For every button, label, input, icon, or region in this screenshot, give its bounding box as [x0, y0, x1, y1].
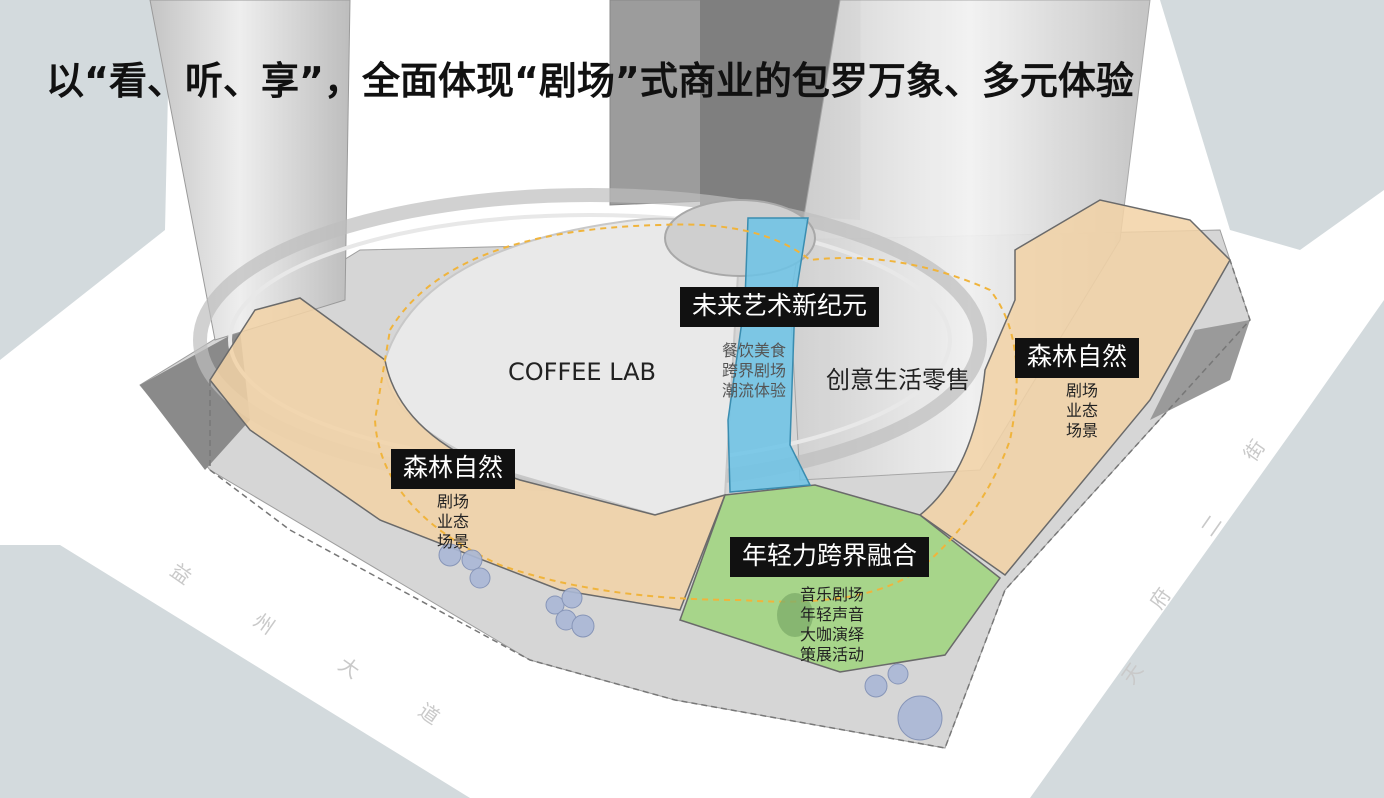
- forest-zone-right: [918, 199, 1231, 577]
- forest-right-item: 场景: [1066, 421, 1099, 440]
- youth-tag: 年轻力跨界融合: [730, 537, 930, 577]
- youth-item: 音乐剧场: [800, 585, 865, 604]
- forest-right-item: 剧场: [1066, 381, 1099, 400]
- forest-left-item: 场景: [437, 532, 470, 551]
- circulation-path: [373, 223, 1018, 603]
- page-title: 以“看、听、享”，全面体现“剧场”式商业的包罗万象、多元体验: [46, 59, 1134, 103]
- forest-right-item: 业态: [1066, 401, 1099, 420]
- forest-right-items: 剧场 业态 场景: [1066, 381, 1098, 441]
- tree-green: [777, 593, 813, 637]
- future-art-zone: [727, 217, 812, 493]
- future-art-item: 跨界剧场: [722, 361, 787, 380]
- youth-item: 年轻声音: [800, 605, 865, 624]
- forest-zone-left: [209, 297, 727, 611]
- forest-left-tag: 森林自然: [391, 449, 516, 489]
- future-art-tag: 未来艺术新纪元: [680, 287, 880, 327]
- future-art-item: 潮流体验: [722, 381, 787, 400]
- plaza-right-edge: [1150, 320, 1250, 420]
- trees: [438, 543, 943, 741]
- forest-left-item: 剧场: [437, 492, 470, 511]
- future-art-items: 餐饮美食 跨界剧场 潮流体验: [722, 341, 786, 401]
- forest-right-tag: 森林自然: [1015, 338, 1140, 378]
- forest-left-items: 剧场 业态 场景: [437, 492, 469, 552]
- coffee-lab-label: COFFEE LAB: [508, 358, 657, 386]
- site-boundary: [209, 259, 1251, 749]
- forest-left-item: 业态: [437, 512, 470, 531]
- youth-zone: [679, 484, 1002, 673]
- youth-item: 大咖演绎: [800, 625, 865, 644]
- youth-items: 音乐剧场 年轻声音 大咖演绎 策展活动: [800, 585, 864, 665]
- tower-left: [149, 0, 351, 341]
- creative-retail-label: 创意生活零售: [826, 366, 970, 394]
- future-art-item: 餐饮美食: [722, 341, 787, 360]
- youth-item: 策展活动: [800, 645, 865, 664]
